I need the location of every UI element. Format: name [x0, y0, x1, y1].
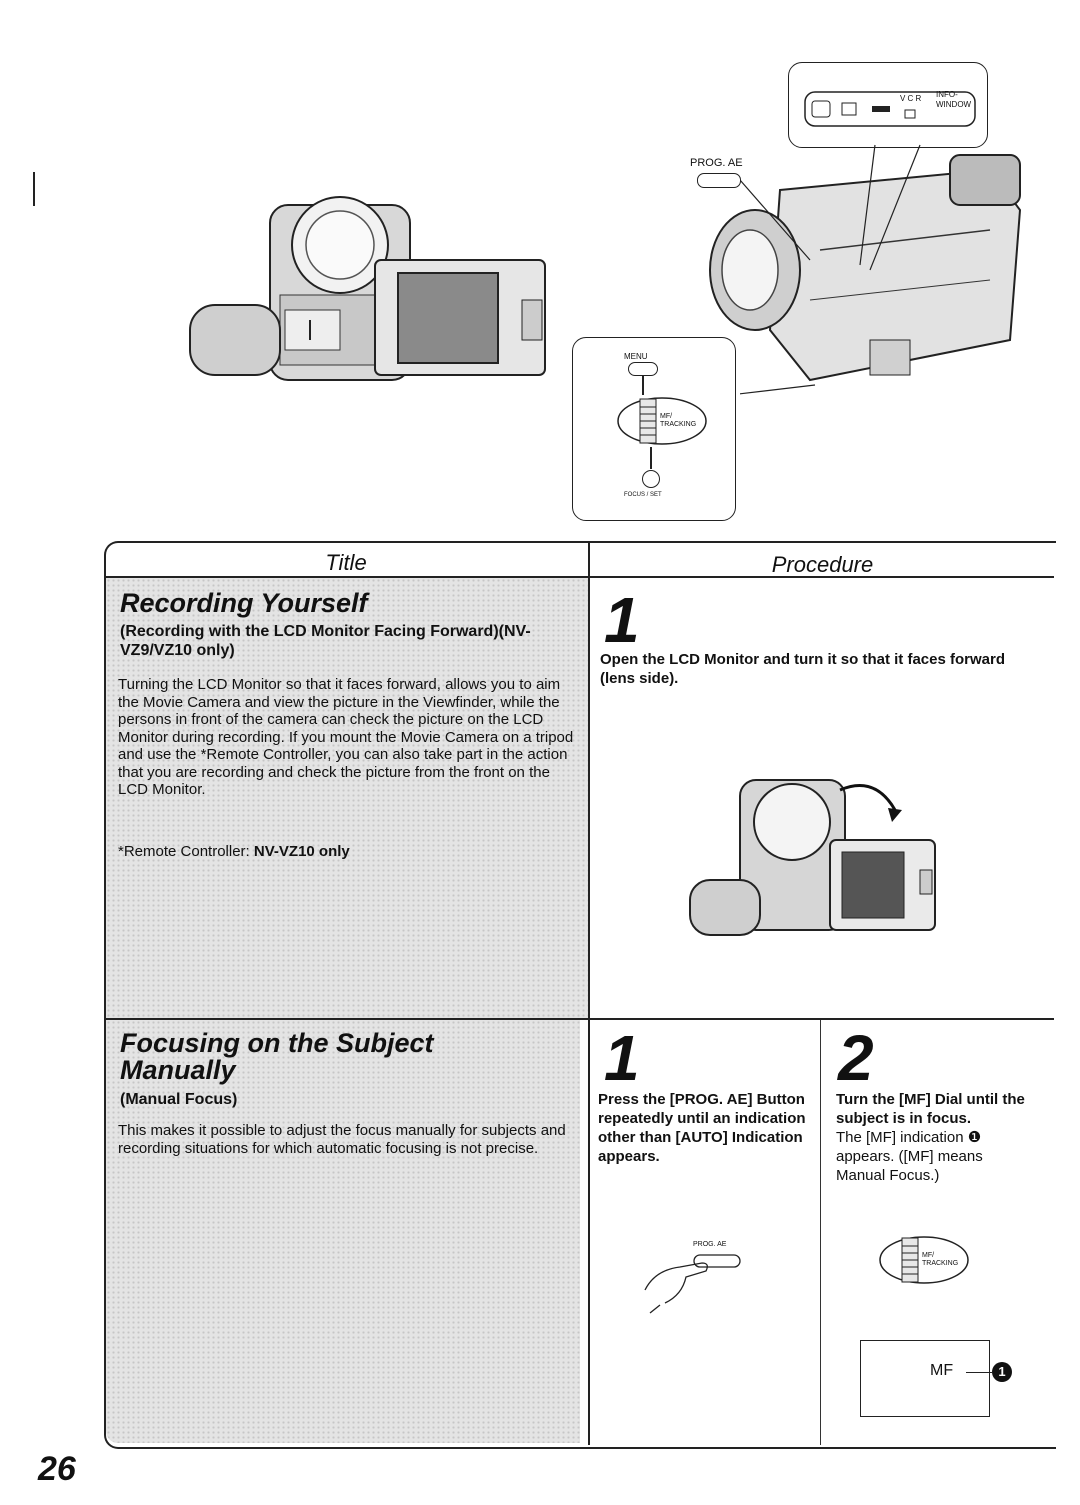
- section-description: This makes it possible to adjust the foc…: [118, 1122, 566, 1157]
- remote-controller-note: *Remote Controller: NV-VZ10 only: [118, 843, 580, 861]
- row-divider: [106, 1018, 1054, 1020]
- step-column-divider: [820, 1020, 821, 1445]
- callout-marker: 1: [992, 1362, 1012, 1382]
- mf-dial-drawing: [617, 397, 707, 445]
- step-number: 1: [604, 584, 640, 656]
- info-window-panel: [804, 91, 976, 127]
- vcr-label: V C R: [900, 94, 922, 103]
- note-prefix: *Remote Controller:: [118, 843, 254, 860]
- callout-lines: [740, 144, 921, 395]
- mf-tracking-label: MF/ TRACKING: [660, 413, 697, 428]
- info-window-label: INFO-WINDOW: [936, 90, 972, 109]
- title-cell-shading: [106, 578, 588, 1018]
- note-model: NV-VZ10 only: [253, 843, 350, 860]
- callout-leader-line: [966, 1372, 992, 1374]
- step-number: 2: [838, 1022, 874, 1094]
- title-cell-shading: [106, 1020, 580, 1443]
- step-text-bold: Turn the [MF] Dial until the subject is …: [836, 1091, 1025, 1127]
- title-column-header: Title: [325, 550, 367, 575]
- connector-line: [650, 447, 652, 469]
- prog-ae-label: PROG. AE: [690, 157, 743, 169]
- camcorder-side-illustration: [709, 154, 1022, 382]
- section-title-recording-yourself: Recording Yourself: [120, 588, 368, 618]
- press-button-hand-illustration: [644, 1254, 741, 1314]
- section-title-focusing: Focusing on the Subject Manually: [120, 1028, 434, 1085]
- step-number: 1: [604, 1022, 640, 1094]
- binding-mark: [33, 172, 35, 206]
- header-divider: [106, 576, 1054, 578]
- table-frame: [104, 541, 1056, 1449]
- section-subtitle: (Recording with the LCD Monitor Facing F…: [120, 623, 531, 659]
- step-text-normal: The [MF] indication ❶ appears. ([MF] mea…: [836, 1129, 983, 1184]
- column-divider: [588, 543, 590, 1445]
- mf-indication: MF: [930, 1362, 954, 1379]
- mf-display-frame: [860, 1340, 990, 1417]
- section-subtitle: (Manual Focus): [120, 1091, 238, 1108]
- page-number: 26: [38, 1450, 76, 1488]
- mf-dial-small-drawing: [879, 1236, 969, 1284]
- step-text: Open the LCD Monitor and turn it so that…: [600, 651, 1006, 687]
- prog-ae-button-drawing: [697, 173, 741, 188]
- focus-set-label: FOCUS / SET: [624, 492, 662, 498]
- focus-set-button-drawing: [642, 470, 660, 488]
- connector-line: [642, 375, 644, 395]
- step-text: Press the [PROG. AE] Button repeatedly u…: [598, 1091, 806, 1165]
- menu-button-drawing: [628, 362, 658, 376]
- mf-tracking-small-label: MF/ TRACKING: [922, 1252, 959, 1267]
- callout-number: 1: [998, 1364, 1006, 1379]
- prog-ae-small-label: PROG. AE: [693, 1241, 727, 1248]
- section-description: Turning the LCD Monitor so that it faces…: [118, 676, 574, 798]
- camcorder-lcd-open-illustration: [189, 196, 546, 381]
- menu-label: MENU: [624, 352, 648, 361]
- procedure-column-header: Procedure: [771, 552, 874, 577]
- camcorder-lcd-forward-illustration: [689, 779, 936, 936]
